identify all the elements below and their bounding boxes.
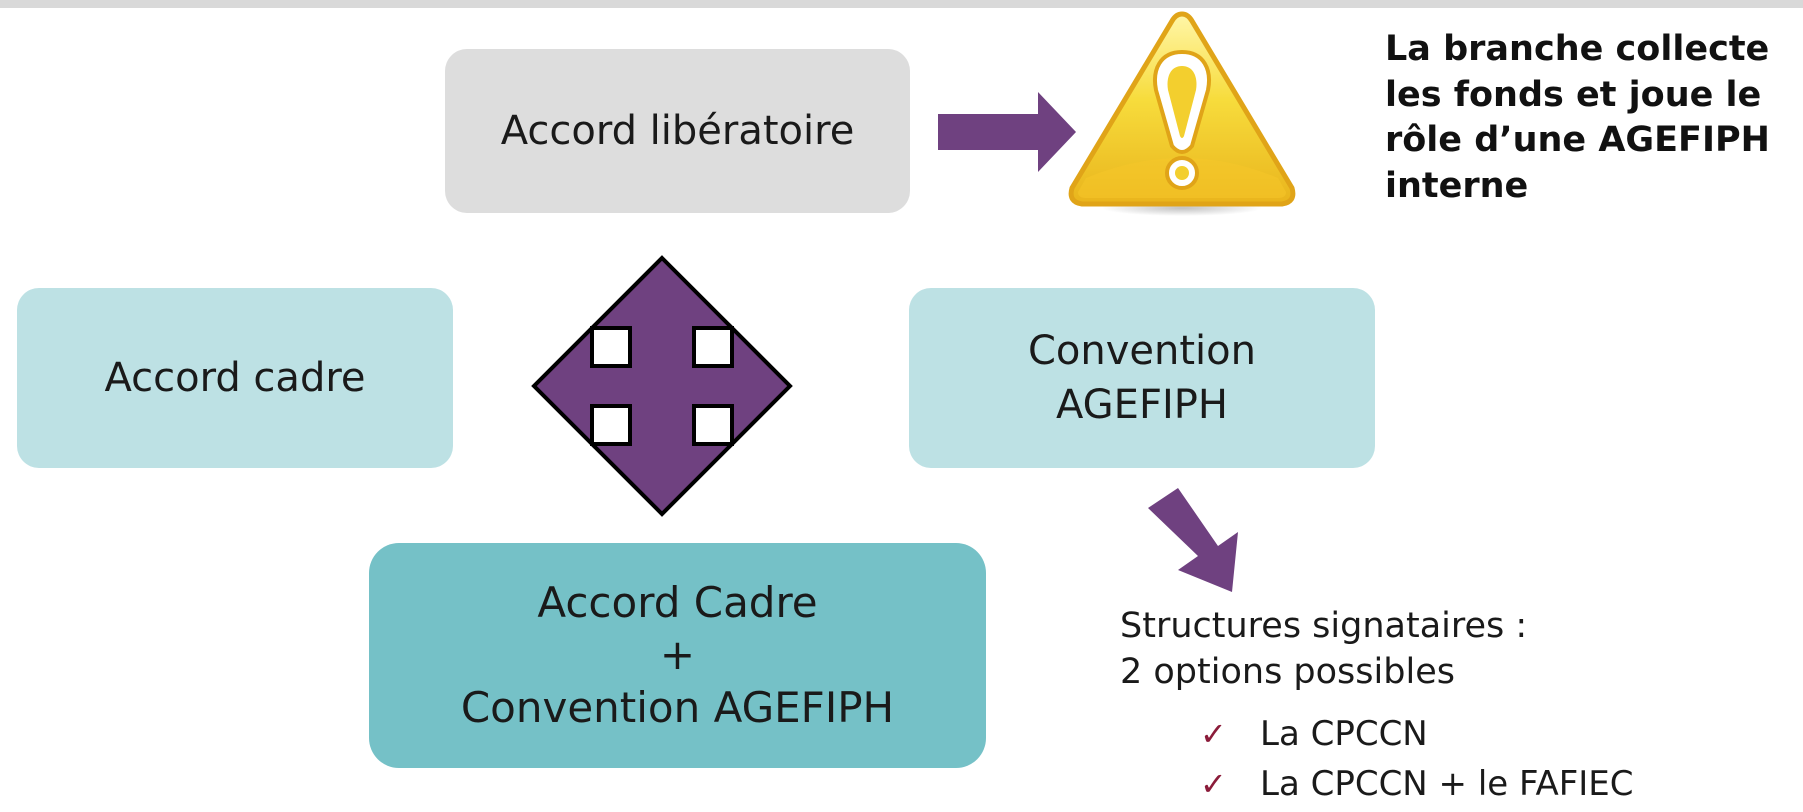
warning-triangle-icon — [1068, 11, 1296, 216]
four-way-arrow-icon — [531, 255, 793, 517]
accord-cadre-label: Accord cadre — [104, 355, 366, 401]
accord-liberatoire-box: Accord libératoire — [445, 49, 910, 213]
structures-subheading: 2 options possibles — [1120, 651, 1455, 692]
callout-line: rôle d’une AGEFIPH — [1385, 120, 1770, 160]
combo-line3: Convention AGEFIPH — [460, 682, 895, 732]
structures-heading: Structures signataires : — [1120, 606, 1528, 646]
convention-label-line2: AGEFIPH — [1056, 382, 1228, 428]
structures-signataires: Structures signataires : 2 options possi… — [1120, 604, 1680, 695]
callout-line: les fonds et joue le — [1385, 74, 1762, 115]
accord-cadre-convention-box: Accord Cadre + Convention AGEFIPH — [369, 543, 986, 768]
convention-agefiph-box: Convention AGEFIPH — [909, 288, 1375, 468]
option-label: La CPCCN — [1260, 714, 1428, 754]
combo-line1: Accord Cadre — [537, 577, 818, 627]
accord-liberatoire-label: Accord libératoire — [500, 108, 855, 154]
checkmark-icon: ✓ — [1200, 765, 1227, 803]
accord-cadre-box: Accord cadre — [17, 288, 453, 468]
callout-line: interne — [1385, 165, 1529, 206]
option-item: ✓ La CPCCN — [1200, 714, 1428, 754]
right-arrow-icon — [938, 92, 1076, 172]
option-label: La CPCCN + le FAFIEC — [1260, 764, 1634, 804]
option-item: ✓ La CPCCN + le FAFIEC — [1200, 764, 1634, 804]
combo-plus: + — [659, 630, 696, 680]
callout-line: La branche collecte — [1385, 29, 1770, 69]
top-bar — [0, 0, 1803, 8]
checkmark-icon: ✓ — [1200, 715, 1227, 753]
convention-label-line1: Convention — [1027, 328, 1256, 374]
branche-callout: La branche collecte les fonds et joue le… — [1385, 27, 1803, 209]
down-right-arrow-icon — [1148, 488, 1238, 592]
